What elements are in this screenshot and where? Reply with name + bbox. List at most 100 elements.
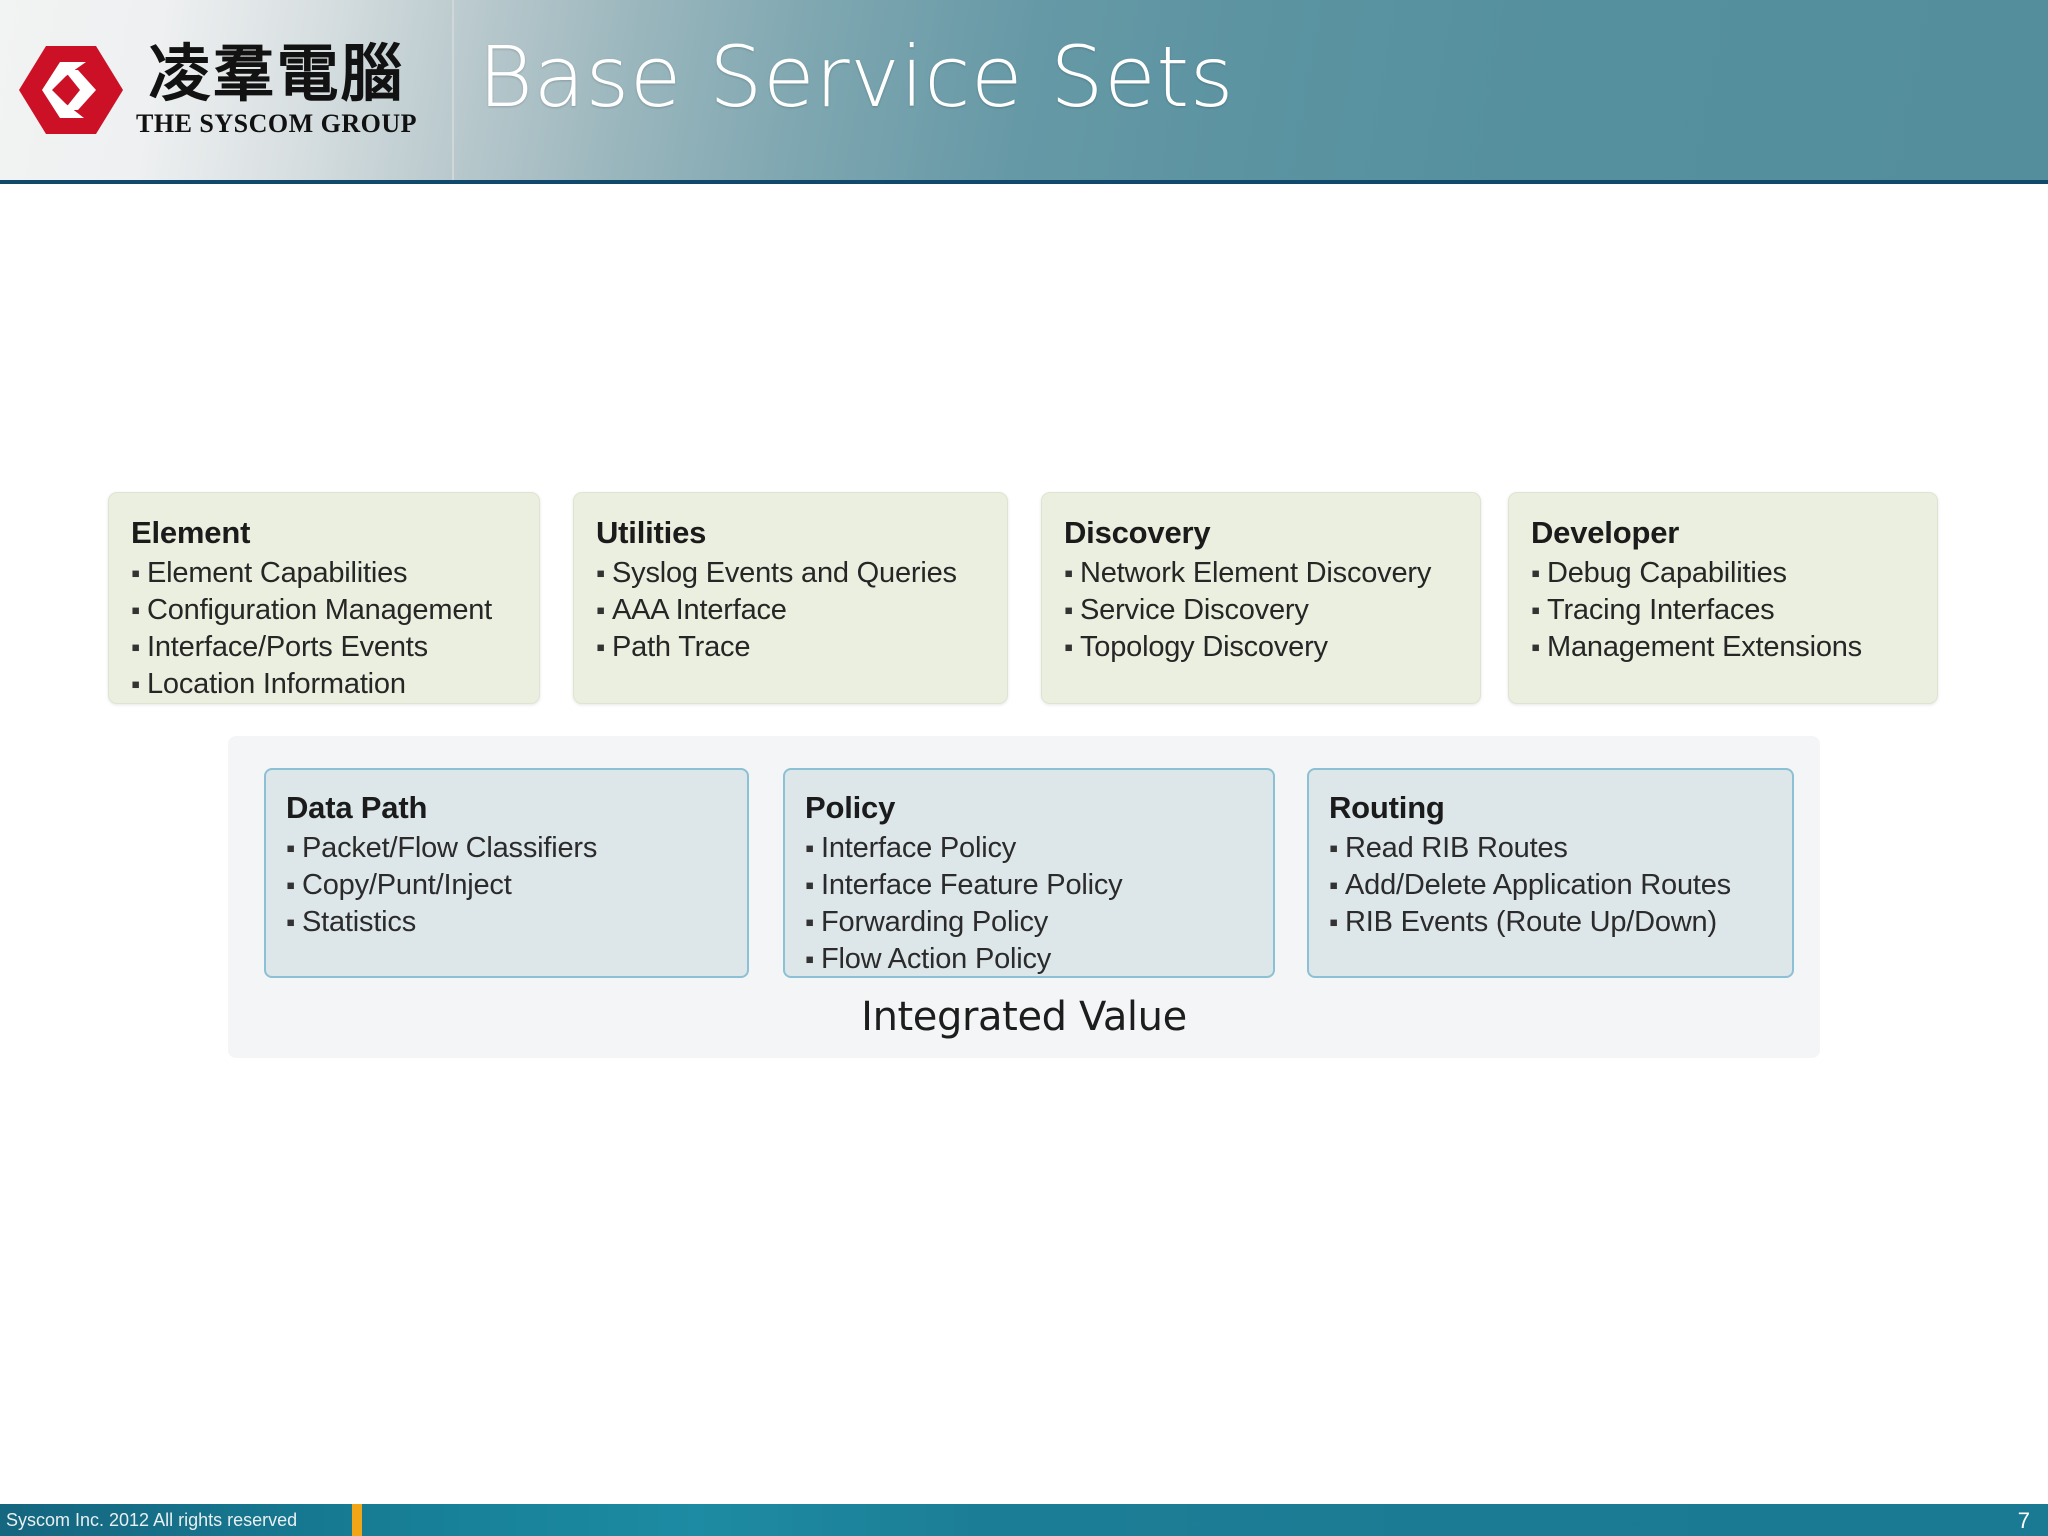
- integrated-value-row: Data Path ▪Packet/Flow Classifiers ▪Copy…: [264, 768, 1794, 978]
- bullet-icon: ▪: [131, 558, 141, 588]
- bullet-icon: ▪: [596, 595, 606, 626]
- list-item-label: Interface Feature Policy: [821, 869, 1123, 902]
- card-title: Utilities: [596, 515, 707, 550]
- list-item: ▪Add/Delete Application Routes: [1329, 867, 1780, 904]
- card-title: Routing: [1329, 790, 1445, 825]
- list-item-label: Syslog Events and Queries: [612, 557, 957, 589]
- bullet-icon: ▪: [1329, 833, 1339, 863]
- list-item-label: Network Element Discovery: [1080, 557, 1432, 589]
- bullet-icon: ▪: [131, 632, 141, 663]
- bullet-icon: ▪: [1064, 558, 1074, 588]
- integrated-value-caption: Integrated Value: [861, 994, 1187, 1040]
- list-item-label: Location Information: [147, 668, 406, 701]
- card-title: Data Path: [286, 790, 428, 825]
- footer-accent-bar: [352, 1504, 362, 1536]
- bullet-icon: ▪: [596, 632, 606, 663]
- list-item: ▪Management Extensions: [1531, 629, 1927, 666]
- card-item-list: ▪Debug Capabilities ▪Tracing Interfaces …: [1531, 555, 1927, 666]
- card-utilities: Utilities ▪Syslog Events and Queries ▪AA…: [573, 492, 1008, 704]
- card-item-list: ▪Network Element Discovery ▪Service Disc…: [1064, 555, 1470, 666]
- list-item: ▪Flow Action Policy: [805, 941, 1261, 978]
- list-item-label: Tracing Interfaces: [1547, 594, 1775, 627]
- list-item: ▪Debug Capabilities: [1531, 555, 1927, 592]
- list-item-label: Path Trace: [612, 631, 751, 664]
- bullet-icon: ▪: [1329, 907, 1339, 938]
- list-item: ▪Service Discovery: [1064, 592, 1470, 629]
- bullet-icon: ▪: [1064, 632, 1074, 663]
- card-data-path: Data Path ▪Packet/Flow Classifiers ▪Copy…: [264, 768, 749, 978]
- bullet-icon: ▪: [805, 907, 815, 938]
- list-item-label: Interface/Ports Events: [147, 631, 428, 664]
- list-item-label: Configuration Management: [147, 594, 493, 627]
- list-item: ▪Statistics: [286, 904, 735, 941]
- list-item-label: Element Capabilities: [147, 557, 408, 589]
- logo-plate: 凌羣電腦 THE SYSCOM GROUP: [0, 0, 454, 180]
- page-title: Base Service Sets: [478, 28, 1234, 126]
- bullet-icon: ▪: [131, 595, 141, 626]
- list-item-label: Forwarding Policy: [821, 906, 1049, 939]
- logo-chinese-name: 凌羣電腦: [148, 37, 405, 110]
- bullet-icon: ▪: [1531, 558, 1541, 588]
- slide-header: 凌羣電腦 THE SYSCOM GROUP Base Service Sets: [0, 0, 2048, 184]
- bullet-icon: ▪: [1531, 632, 1541, 663]
- bullet-icon: ▪: [286, 833, 296, 863]
- card-item-list: ▪Interface Policy ▪Interface Feature Pol…: [805, 830, 1261, 978]
- list-item: ▪Path Trace: [596, 629, 997, 666]
- list-item-label: Statistics: [302, 906, 417, 939]
- list-item-label: Topology Discovery: [1080, 631, 1328, 664]
- list-item: ▪Location Information: [131, 666, 529, 703]
- card-routing: Routing ▪Read RIB Routes ▪Add/Delete App…: [1307, 768, 1794, 978]
- list-item: ▪Interface Policy: [805, 830, 1261, 867]
- list-item-label: Read RIB Routes: [1345, 832, 1568, 864]
- list-item: ▪Tracing Interfaces: [1531, 592, 1927, 629]
- list-item-label: Add/Delete Application Routes: [1345, 869, 1731, 902]
- bullet-icon: ▪: [131, 669, 141, 700]
- card-policy: Policy ▪Interface Policy ▪Interface Feat…: [783, 768, 1275, 978]
- bullet-icon: ▪: [1064, 595, 1074, 626]
- list-item: ▪Syslog Events and Queries: [596, 555, 997, 592]
- list-item-label: Management Extensions: [1547, 631, 1862, 664]
- page-number: 7: [2017, 1508, 2030, 1533]
- list-item: ▪Interface Feature Policy: [805, 867, 1261, 904]
- list-item: ▪Interface/Ports Events: [131, 629, 529, 666]
- list-item: ▪Forwarding Policy: [805, 904, 1261, 941]
- card-item-list: ▪Syslog Events and Queries ▪AAA Interfac…: [596, 555, 997, 666]
- list-item-label: Flow Action Policy: [821, 943, 1052, 976]
- bullet-icon: ▪: [805, 944, 815, 975]
- list-item: ▪Network Element Discovery: [1064, 555, 1470, 592]
- list-item: ▪Configuration Management: [131, 592, 529, 629]
- list-item: ▪Element Capabilities: [131, 555, 529, 592]
- list-item-label: Debug Capabilities: [1547, 557, 1787, 589]
- bullet-icon: ▪: [1329, 870, 1339, 901]
- list-item-label: Service Discovery: [1080, 594, 1309, 627]
- slide-footer: Syscom Inc. 2012 All rights reserved 7: [0, 1504, 2048, 1536]
- card-item-list: ▪Read RIB Routes ▪Add/Delete Application…: [1329, 830, 1780, 941]
- card-discovery: Discovery ▪Network Element Discovery ▪Se…: [1041, 492, 1481, 704]
- footer-copyright: Syscom Inc. 2012 All rights reserved: [6, 1510, 298, 1530]
- list-item-label: RIB Events (Route Up/Down): [1345, 906, 1717, 939]
- bullet-icon: ▪: [286, 907, 296, 938]
- bullet-icon: ▪: [805, 833, 815, 863]
- base-services-row: Element ▪Element Capabilities ▪Configura…: [108, 492, 1950, 704]
- list-item: ▪RIB Events (Route Up/Down): [1329, 904, 1780, 941]
- list-item: ▪Read RIB Routes: [1329, 830, 1780, 867]
- list-item-label: Packet/Flow Classifiers: [302, 832, 598, 864]
- list-item: ▪Topology Discovery: [1064, 629, 1470, 666]
- list-item-label: Copy/Punt/Inject: [302, 869, 512, 902]
- bullet-icon: ▪: [805, 870, 815, 901]
- logo-text: 凌羣電腦 THE SYSCOM GROUP: [136, 43, 417, 137]
- card-title: Discovery: [1064, 515, 1211, 550]
- integrated-value-panel: Data Path ▪Packet/Flow Classifiers ▪Copy…: [228, 736, 1820, 1058]
- bullet-icon: ▪: [1531, 595, 1541, 626]
- syscom-hexagon-s-logo-icon: [19, 46, 123, 134]
- card-title: Policy: [805, 790, 896, 825]
- card-item-list: ▪Packet/Flow Classifiers ▪Copy/Punt/Inje…: [286, 830, 735, 941]
- card-element: Element ▪Element Capabilities ▪Configura…: [108, 492, 540, 704]
- list-item: ▪Packet/Flow Classifiers: [286, 830, 735, 867]
- list-item-label: AAA Interface: [612, 594, 787, 627]
- list-item: ▪Copy/Punt/Inject: [286, 867, 735, 904]
- card-developer: Developer ▪Debug Capabilities ▪Tracing I…: [1508, 492, 1938, 704]
- bullet-icon: ▪: [286, 870, 296, 901]
- card-title: Element: [131, 515, 251, 550]
